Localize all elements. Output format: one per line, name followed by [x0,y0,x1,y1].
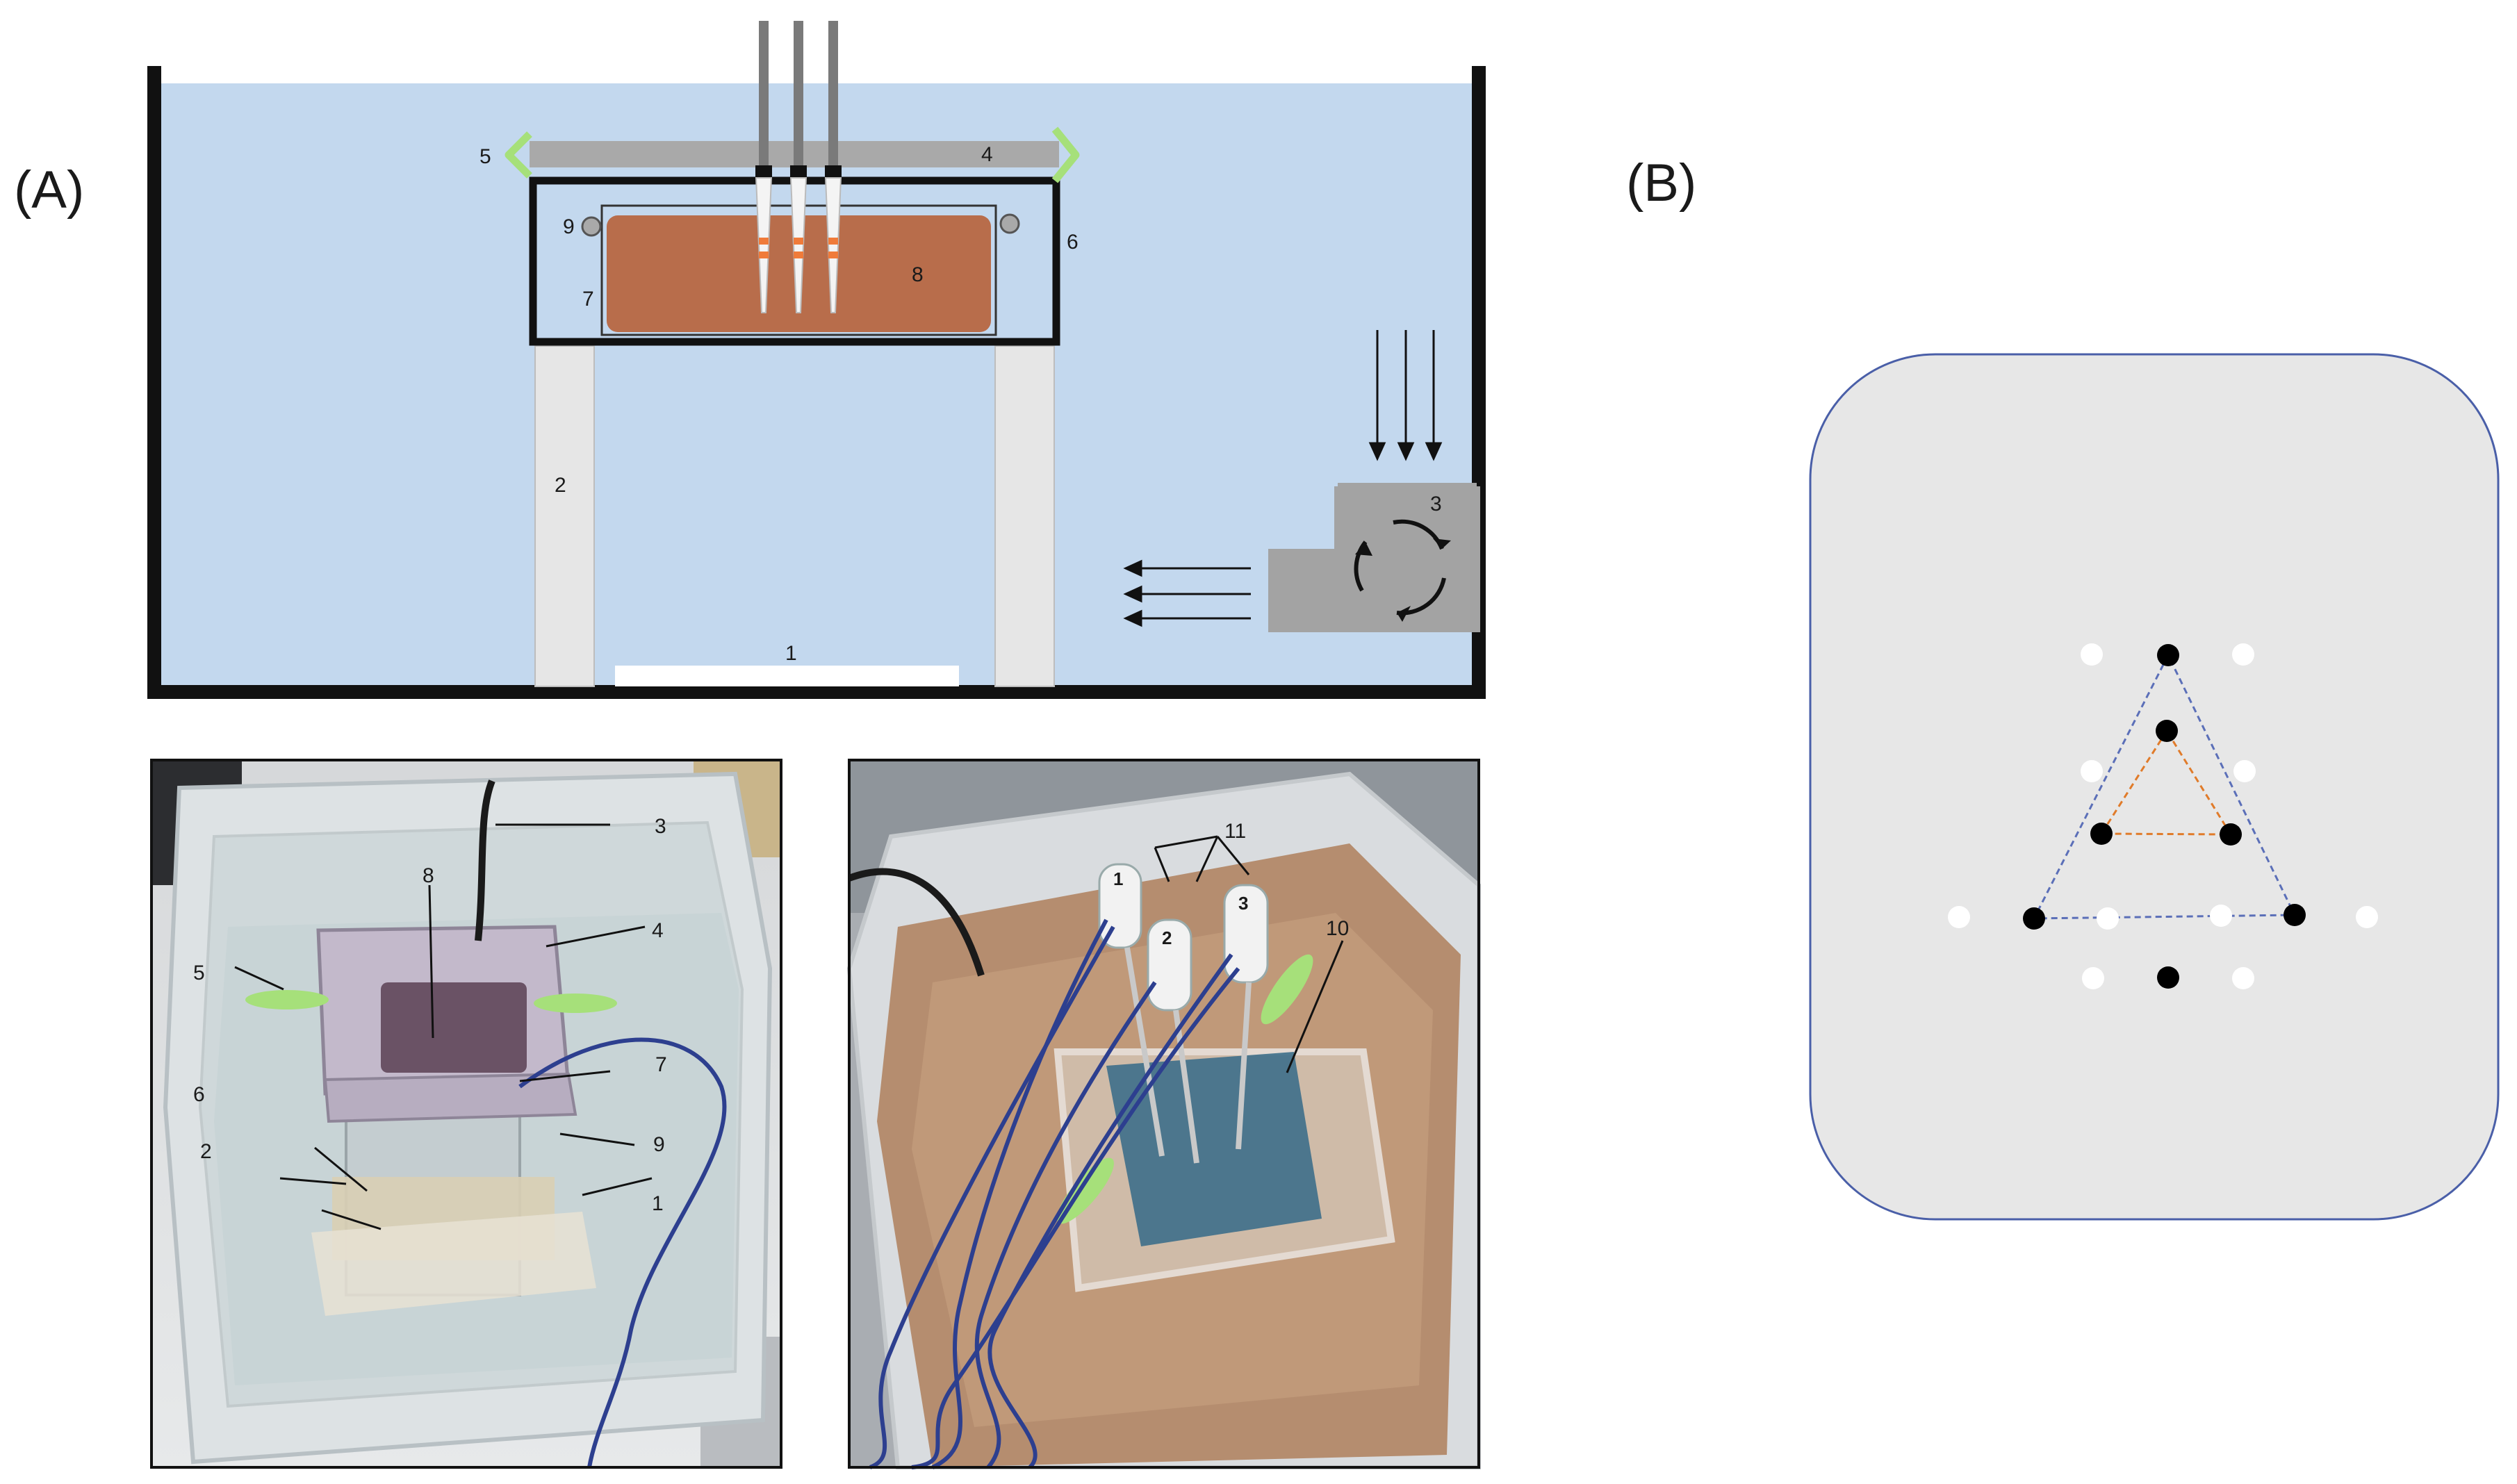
photo-right: 1 2 3 10 11 [846,759,1481,1469]
tank-floor [147,685,1486,699]
electrodes [755,21,842,313]
label-6: 6 [1067,231,1079,254]
photo-left-label-2: 2 [200,1140,212,1163]
clip-left [505,131,532,179]
electrode-layout [1809,353,2500,1221]
label-5: 5 [479,145,491,168]
panel-label-a: (A) [14,160,85,220]
base-plate [615,666,959,686]
photo-left-label-1: 1 [652,1192,664,1215]
photo-left-label-4: 4 [652,919,664,942]
photo-left-label-9: 9 [653,1133,665,1156]
photo-left-label-5: 5 [193,962,205,984]
photo-right-label-10: 10 [1326,917,1349,940]
label-1: 1 [785,642,797,665]
clip-right [1051,126,1080,183]
probe-number-3: 3 [1238,893,1248,914]
rod-right [999,213,1020,234]
water-body [156,83,1478,695]
photo-left: 1 2 3 4 5 6 7 8 9 [150,759,782,1469]
panel-label-b: (B) [1626,154,1697,213]
tank-wall-left [147,66,161,698]
photo-left-label-3: 3 [655,815,666,838]
label-8: 8 [912,263,924,286]
rod-left [581,216,602,237]
layout-board [1809,353,2500,1221]
outer-triangle [2032,652,2297,920]
support-leg-right [994,345,1055,687]
support-leg-left [534,345,595,687]
outflow-arrows [1123,559,1251,627]
photo-left-label-8: 8 [423,864,434,887]
inflow-arrows [1368,330,1443,461]
unused-positions [1948,643,2378,989]
label-4: 4 [981,143,993,166]
label-2: 2 [555,474,566,497]
probe-number-2: 2 [1162,928,1172,948]
label-3: 3 [1430,493,1442,516]
photo-left-label-6: 6 [193,1083,205,1106]
pump [1268,483,1480,632]
label-7: 7 [582,288,594,311]
electrode-positions [2023,644,2306,989]
photo-right-label-11: 11 [1224,820,1246,843]
photo-left-label-7: 7 [655,1053,667,1076]
tank-schematic: 1 2 3 4 5 6 7 8 9 [147,21,1486,699]
label-9: 9 [563,215,575,238]
probe-number-1: 1 [1113,868,1123,889]
